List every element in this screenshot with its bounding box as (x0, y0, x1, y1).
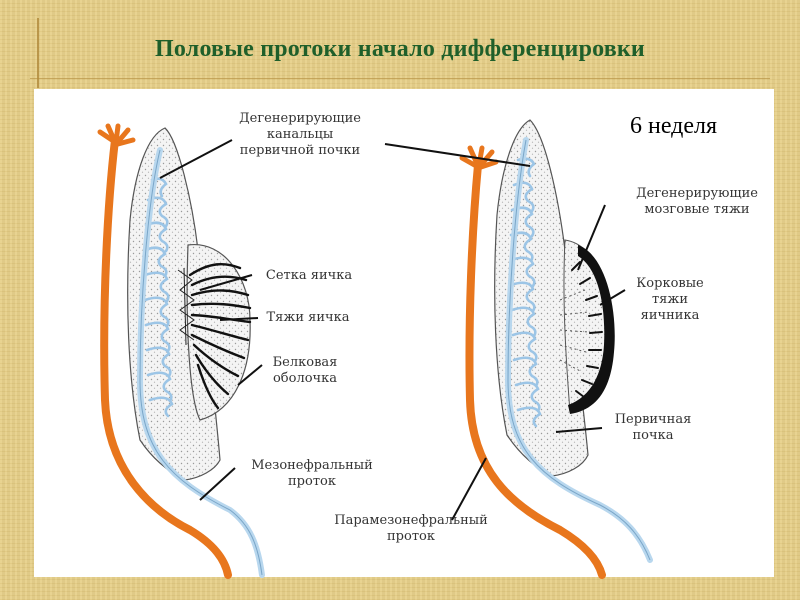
mesonephric-tubules-left (143, 177, 174, 418)
decorative-frame-line (30, 78, 770, 79)
label-primary-kidney: Первичная почка (598, 412, 708, 444)
mesonephric-duct-outline (139, 149, 263, 576)
label-line: Белковая (272, 355, 338, 370)
label-line: проток (387, 529, 435, 544)
label-cortical-cords: Корковые тяжи яичника (620, 276, 720, 324)
label-line: тяжи (651, 292, 689, 307)
leader-lines (159, 139, 626, 521)
label-line: проток (288, 474, 336, 489)
label-line: Дегенерирующие (636, 186, 758, 201)
label-rete-testis: Сетка яичка (265, 268, 353, 283)
label-medullary-cords: Дегенерирующие мозговые тяжи (612, 186, 782, 218)
rete-testis (177, 267, 195, 346)
fimbria-left (97, 123, 136, 147)
paramesonephric-duct-right (465, 161, 606, 579)
week-label: 6 неделя (630, 113, 718, 139)
label-degenerating-canals: Дегенерирующие канальцы первичной почки (215, 111, 385, 159)
label-testis-cords: Тяжи яичка (266, 310, 350, 325)
cortical-cord-fringes (571, 261, 603, 398)
label-line: Первичная (614, 412, 692, 427)
label-paramesonephric-duct: Парамезонефральный проток (316, 513, 506, 545)
mesonephric-tubules-right (509, 157, 542, 428)
label-line: Дегенерирующие (239, 111, 361, 126)
label-line: яичника (640, 308, 700, 323)
label-line: мозговые тяжи (644, 202, 750, 217)
label-tunica: Белковая оболочка (260, 355, 350, 387)
label-mesonephric-duct: Мезонефральный проток (232, 458, 392, 490)
medullary-cords (559, 289, 589, 373)
female-gonad-figure (459, 119, 653, 579)
label-line: Парамезонефральный (334, 513, 488, 528)
label-line: Мезонефральный (251, 458, 373, 473)
male-gonad-figure (97, 123, 265, 579)
label-line: канальцы (266, 127, 334, 142)
paramesonephric-duct-left (100, 136, 232, 579)
mesonephric-duct-outline (507, 139, 651, 561)
cortical-cords (568, 245, 615, 414)
label-line: первичной почки (239, 143, 361, 158)
label-line: почка (632, 428, 674, 443)
label-line: Корковые (636, 276, 704, 291)
label-line: оболочка (272, 371, 338, 386)
page-title: Половые протоки начало дифференцировки (155, 36, 645, 62)
decorative-frame-line (37, 18, 39, 88)
